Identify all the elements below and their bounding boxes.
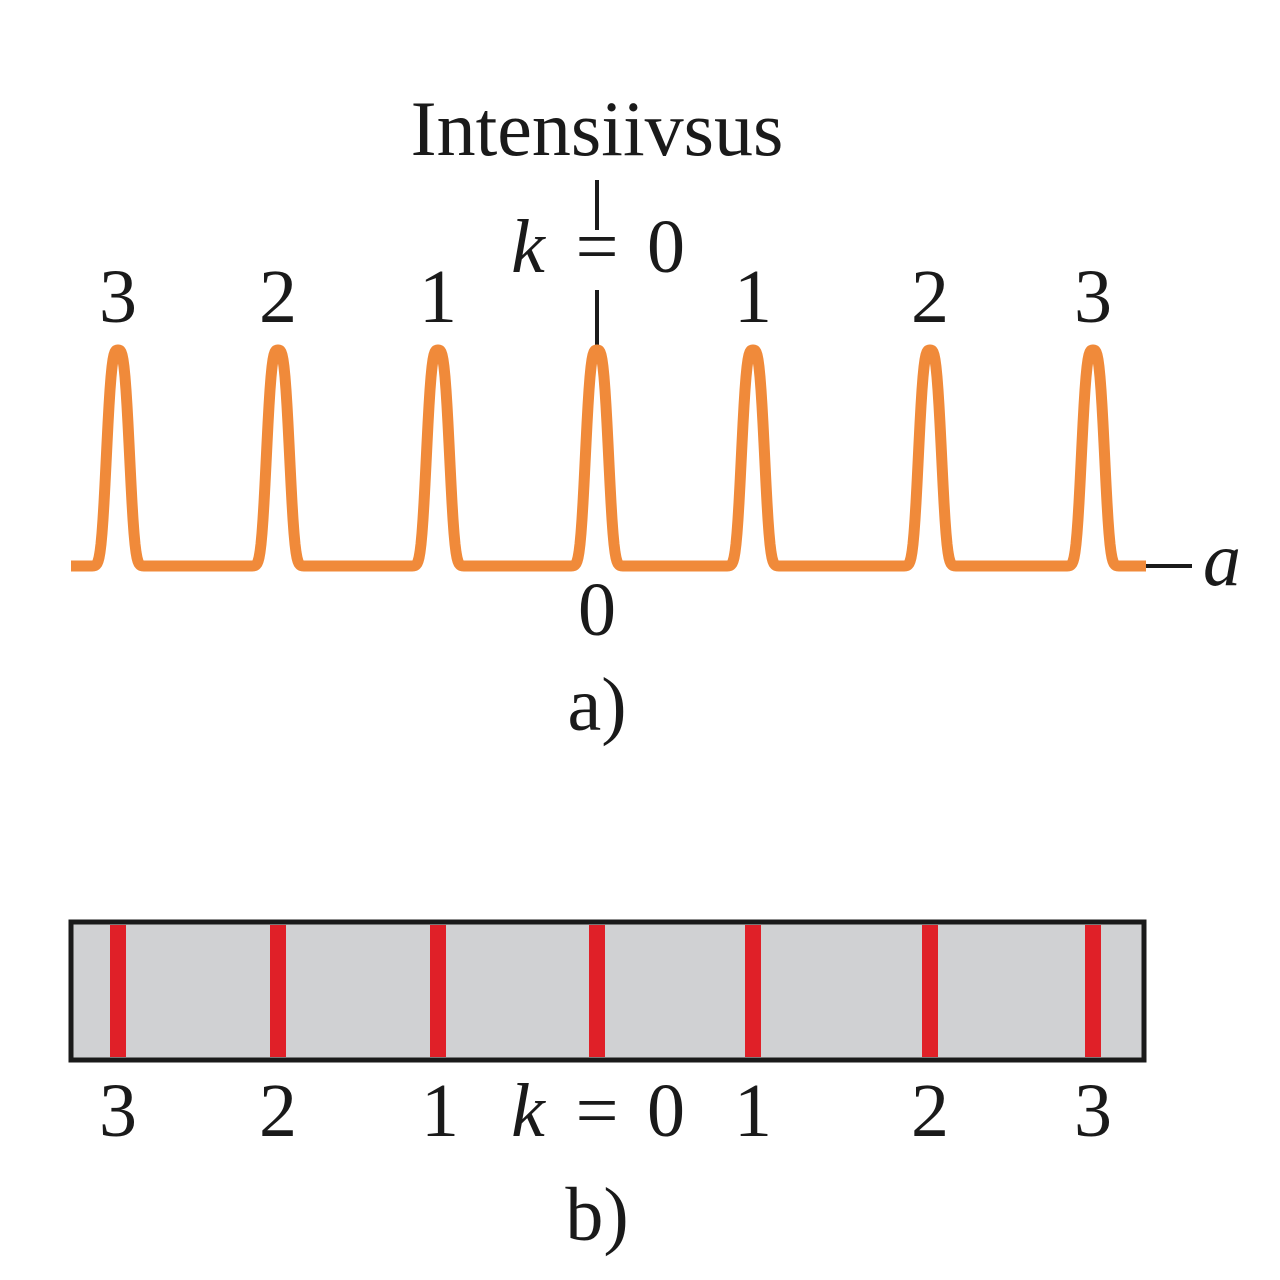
b-order-label-left-1: 1 bbox=[421, 1069, 459, 1153]
b-order-label-right-2: 2 bbox=[911, 1069, 949, 1153]
b-center-var: k bbox=[511, 1069, 546, 1153]
order-label-left-2: 2 bbox=[259, 255, 297, 339]
center-order-eq: = bbox=[576, 205, 619, 289]
caption-b: b) bbox=[565, 1173, 628, 1257]
spectral-line-order-minus-2 bbox=[270, 925, 286, 1057]
spectral-line-order-2 bbox=[922, 925, 938, 1057]
order-label-left-1: 1 bbox=[419, 255, 457, 339]
b-center-eq: = bbox=[576, 1069, 619, 1153]
order-label-right-1: 1 bbox=[734, 255, 772, 339]
spectral-line-order-1 bbox=[745, 925, 761, 1057]
intensity-curve bbox=[66, 344, 1151, 572]
spectral-line-order-0 bbox=[589, 925, 605, 1057]
origin-label: 0 bbox=[578, 568, 616, 652]
caption-a: a) bbox=[567, 663, 626, 747]
panel-b: 3 2 1 k = 0 1 2 3 b) bbox=[68, 919, 1147, 1257]
order-label-right-3: 3 bbox=[1074, 255, 1112, 339]
b-order-label-right-1: 1 bbox=[734, 1069, 772, 1153]
spectral-line-order-minus-1 bbox=[430, 925, 446, 1057]
b-order-label-left-3: 3 bbox=[99, 1069, 137, 1153]
horizontal-axis-var: a bbox=[1203, 518, 1241, 602]
spectral-line-order-minus-3 bbox=[110, 925, 126, 1057]
b-order-label-left-2: 2 bbox=[259, 1069, 297, 1153]
panel-a: Intensiivsus k = 0 3 2 1 1 2 3 a 0 a) bbox=[66, 85, 1241, 747]
spectral-lines bbox=[110, 925, 1101, 1057]
b-center-val: 0 bbox=[647, 1069, 685, 1153]
center-order-var: k bbox=[511, 205, 546, 289]
screen-strip bbox=[68, 919, 1147, 1063]
b-order-label-right-3: 3 bbox=[1074, 1069, 1112, 1153]
spectral-line-order-3 bbox=[1085, 925, 1101, 1057]
order-label-left-3: 3 bbox=[99, 255, 137, 339]
intensity-axis-title: Intensiivsus bbox=[411, 85, 784, 172]
center-order-val: 0 bbox=[647, 205, 685, 289]
order-label-right-2: 2 bbox=[911, 255, 949, 339]
